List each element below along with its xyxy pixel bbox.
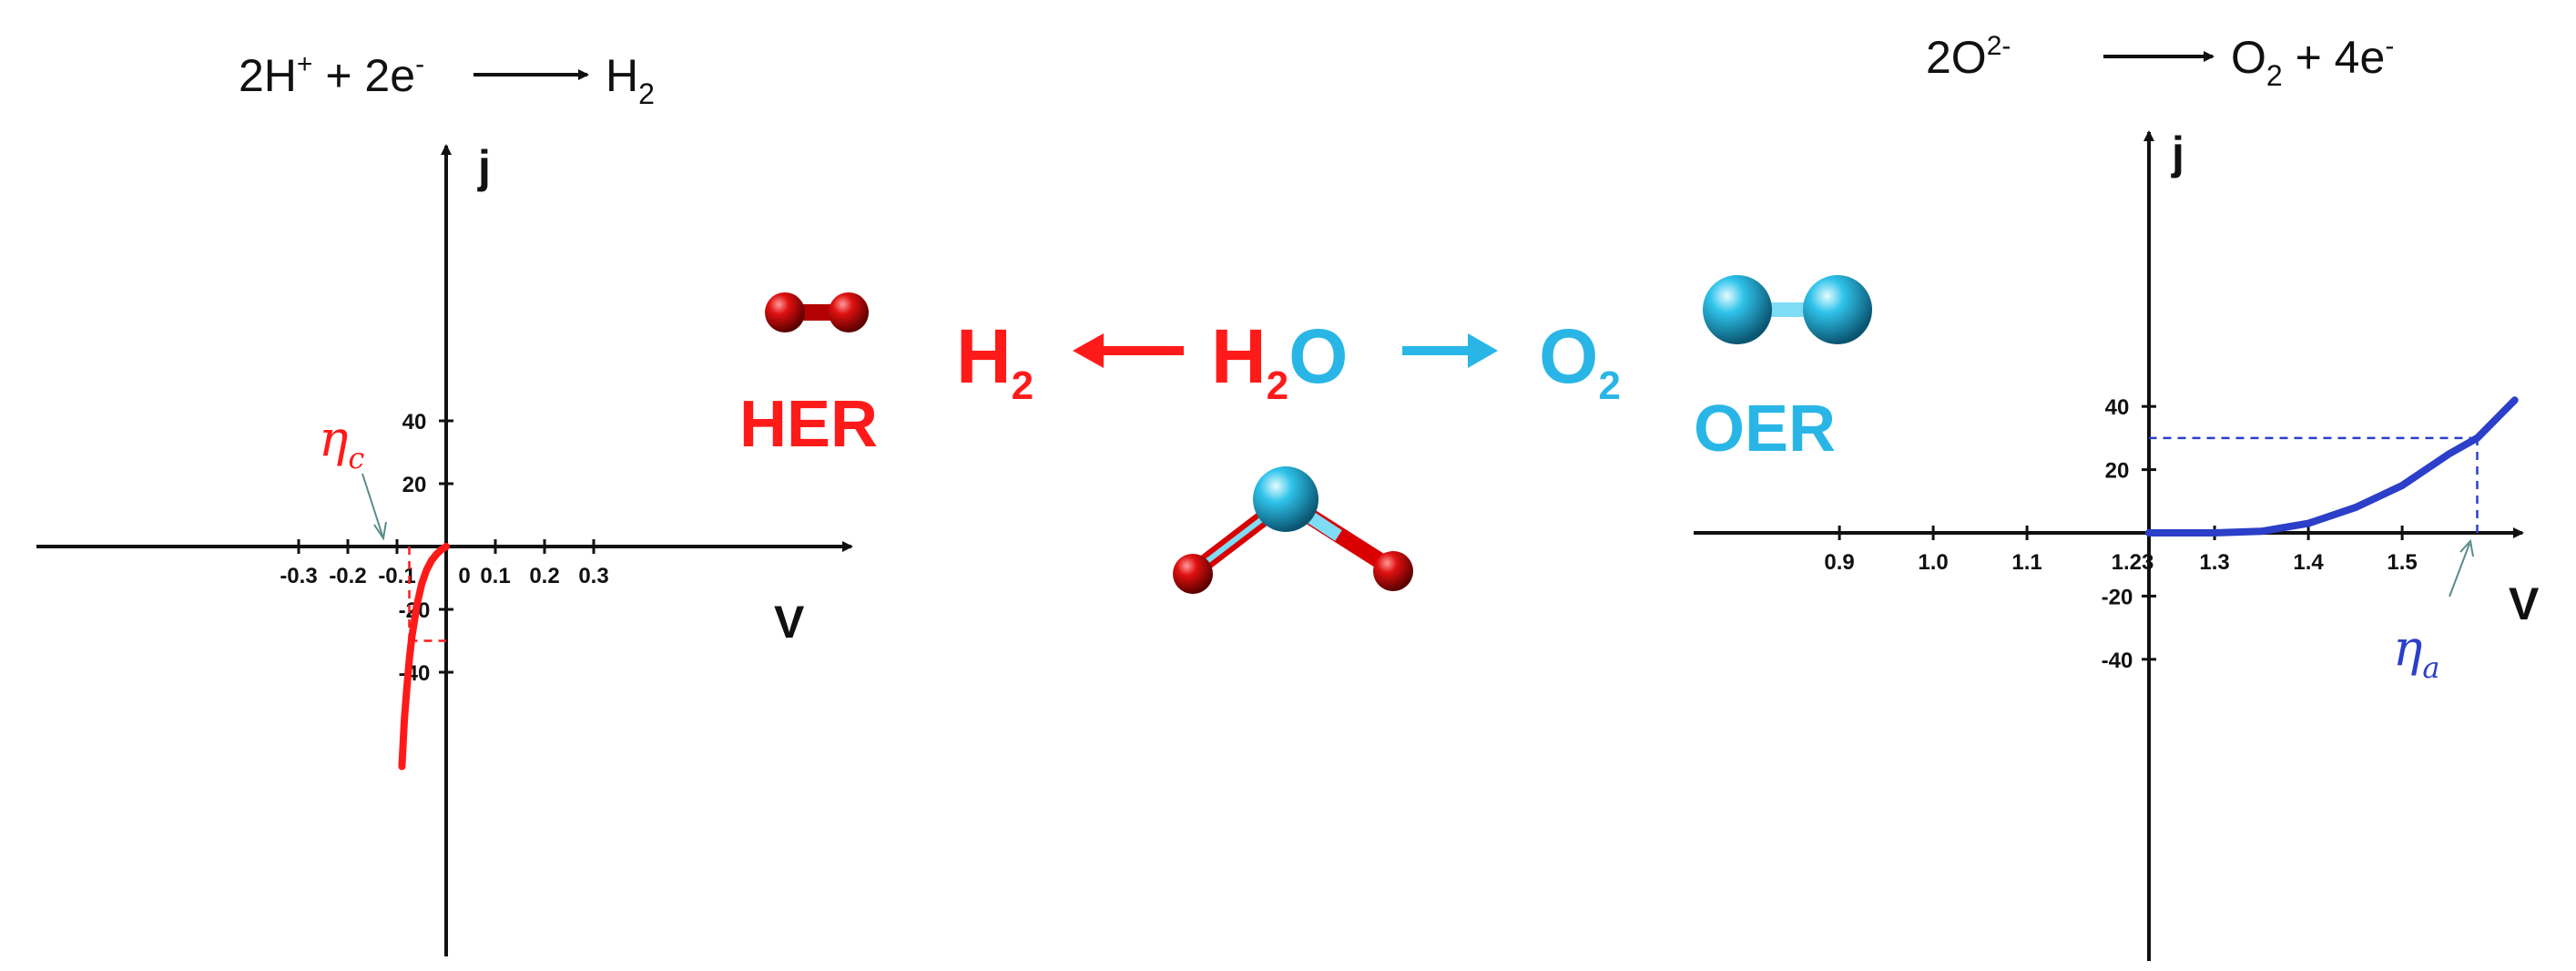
oer-x-tick-label: 1.4 [2293,550,2324,575]
eta-a-label: ηa [2393,619,2439,685]
oer-x-tick-label: 1.0 [1918,550,1948,575]
oxygen-molecule-icon [1703,275,1872,344]
oer-tick-labels: 0.9 1.0 1.1 1.23 1.3 1.4 1.5 40 20 -20 -40 [1824,395,2417,673]
her-x-tick-label: 0 [458,564,470,588]
her-label: HER [739,388,878,461]
oer-x-tick-label: 1.5 [2387,550,2417,575]
her-y-tick-label: -40 [399,661,431,686]
her-x-tick-label: 0.1 [480,564,510,588]
oer-y-axis-label: j [2171,128,2184,179]
h2-product: H2 [956,313,1033,408]
her-x-tick-label: 0.2 [529,564,559,588]
water-molecule-icon [1173,466,1413,594]
anode-panel: 2O2- O2 + 4e- j V 0.9 1.0 1.1 1.23 1.3 1.4 1.5… [1694,31,2540,961]
oer-label: OER [1694,393,1836,465]
eta-c-pointer [361,473,383,537]
her-curve-line [398,543,450,771]
oer-polarization-curve [2145,396,2519,537]
water-splitting-scheme: HER H2 H2O O2 OER [739,275,1872,594]
oer-y-tick-label: 40 [2105,395,2130,420]
o2-product: O2 [1539,313,1621,408]
oer-y-tick-label: -20 [2102,585,2133,609]
oer-x-tick-label: 1.23 [2112,550,2154,575]
oer-y-tick-label: -40 [2102,649,2133,673]
oer-equation: 2O2- [1926,31,2011,83]
oer-x-tick-label: 1.3 [2199,550,2229,575]
oer-y-tick-label: 20 [2105,459,2130,484]
her-equation: 2H+ + 2e- [239,49,424,101]
oer-x-tick-label: 0.9 [1824,550,1854,575]
her-x-tick-label: -0.3 [280,564,317,588]
eta-c-label: ηc [319,410,364,475]
oer-curve-line [2145,396,2519,537]
her-x-tick-label: 0.3 [578,564,608,588]
water-formula: H2O [1211,313,1349,408]
her-y-tick-label: 20 [402,473,427,497]
oer-x-tick-label: 1.1 [2011,550,2041,575]
hydrogen-molecule-icon [765,292,869,332]
her-y-axis-label: j [477,141,491,192]
her-x-axis-label: V [774,597,805,648]
eta-a-pointer [2449,543,2470,598]
oer-x-axis-label: V [2509,578,2540,629]
her-y-tick-label: 40 [402,410,427,434]
her-polarization-curve [398,543,450,771]
oer-equation-product: O2 + 4e- [2231,31,2394,92]
her-x-tick-label: -0.2 [329,564,366,588]
her-equation-product: H2 [606,50,655,110]
